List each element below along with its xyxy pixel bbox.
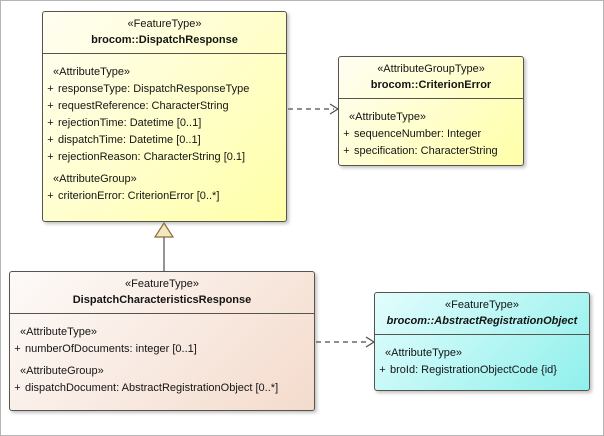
- attribute-row: + broId: RegistrationObjectCode {id}: [375, 362, 589, 379]
- attribute-row: + specification: CharacterString: [339, 143, 523, 160]
- visibility-plus: +: [47, 134, 54, 146]
- attribute-text: responseType: DispatchResponseType: [58, 83, 250, 95]
- visibility-plus: +: [343, 128, 350, 140]
- stereotype-label: «FeatureType»: [125, 278, 199, 290]
- attribute-row: + numberOfDocuments: integer [0..1]: [10, 341, 314, 358]
- class-body: «AttributeType» + broId: RegistrationObj…: [375, 335, 589, 379]
- attribute-row: + rejectionTime: Datetime [0..1]: [43, 115, 286, 132]
- attribute-text: rejectionReason: CharacterString [0.1]: [58, 151, 246, 163]
- class-header: «FeatureType» DispatchCharacteristicsRes…: [10, 272, 314, 314]
- section-label-attribute-type: «AttributeType»: [53, 66, 131, 78]
- attribute-text: requestReference: CharacterString: [58, 100, 229, 112]
- attribute-text: criterionError: CriterionError [0..*]: [58, 190, 220, 202]
- attribute-row: + rejectionReason: CharacterString [0.1]: [43, 149, 286, 166]
- class-name: brocom::DispatchResponse: [91, 34, 238, 46]
- visibility-plus: +: [343, 145, 350, 157]
- class-header: «FeatureType» brocom::AbstractRegistrati…: [375, 293, 589, 335]
- attribute-text: specification: CharacterString: [354, 145, 498, 157]
- dependency-arrow-criterion-error: [288, 103, 340, 115]
- visibility-plus: +: [47, 83, 54, 95]
- section-label-attribute-type: «AttributeType»: [349, 111, 427, 123]
- attribute-text: numberOfDocuments: integer [0..1]: [25, 343, 197, 355]
- class-box-dispatch-response: «FeatureType» brocom::DispatchResponse «…: [42, 11, 287, 222]
- stereotype-label: «FeatureType»: [127, 18, 202, 30]
- attribute-row: + dispatchDocument: AbstractRegistration…: [10, 380, 314, 397]
- attribute-row: + dispatchTime: Datetime [0..1]: [43, 132, 286, 149]
- class-box-abstract-registration-object: «FeatureType» brocom::AbstractRegistrati…: [374, 292, 590, 391]
- visibility-plus: +: [47, 151, 54, 163]
- attribute-text: rejectionTime: Datetime [0..1]: [58, 117, 202, 129]
- attribute-text: dispatchTime: Datetime [0..1]: [58, 134, 201, 146]
- generalization-arrow: [153, 221, 175, 271]
- visibility-plus: +: [47, 190, 54, 202]
- stereotype-label: «AttributeGroupType»: [377, 63, 485, 75]
- attribute-row: + sequenceNumber: Integer: [339, 126, 523, 143]
- class-name: brocom::CriterionError: [370, 79, 492, 91]
- visibility-plus: +: [47, 117, 54, 129]
- class-body: «AttributeType» + numberOfDocuments: int…: [10, 314, 314, 397]
- class-body: «AttributeType» + sequenceNumber: Intege…: [339, 99, 523, 160]
- attribute-row: + requestReference: CharacterString: [43, 98, 286, 115]
- class-body: «AttributeType» + responseType: Dispatch…: [43, 54, 286, 205]
- section-label-attribute-group: «AttributeGroup»: [53, 173, 137, 185]
- visibility-plus: +: [14, 382, 21, 394]
- visibility-plus: +: [379, 364, 386, 376]
- attribute-text: sequenceNumber: Integer: [354, 128, 482, 140]
- class-name: DispatchCharacteristicsResponse: [72, 294, 252, 306]
- class-box-dispatch-characteristics-response: «FeatureType» DispatchCharacteristicsRes…: [9, 271, 315, 411]
- section-label-attribute-type: «AttributeType»: [385, 347, 463, 359]
- class-header: «AttributeGroupType» brocom::CriterionEr…: [339, 57, 523, 99]
- visibility-plus: +: [14, 343, 21, 355]
- dependency-arrow-abstract-registration-object: [316, 336, 376, 348]
- class-box-criterion-error: «AttributeGroupType» brocom::CriterionEr…: [338, 56, 524, 166]
- attribute-row: + criterionError: CriterionError [0..*]: [43, 188, 286, 205]
- stereotype-label: «FeatureType»: [445, 299, 519, 311]
- section-label-attribute-group: «AttributeGroup»: [20, 365, 104, 377]
- visibility-plus: +: [47, 100, 54, 112]
- attribute-text: broId: RegistrationObjectCode {id}: [390, 364, 557, 376]
- class-header: «FeatureType» brocom::DispatchResponse: [43, 12, 286, 54]
- attribute-text: dispatchDocument: AbstractRegistrationOb…: [25, 382, 279, 394]
- class-name: brocom::AbstractRegistrationObject: [386, 315, 578, 327]
- attribute-row: + responseType: DispatchResponseType: [43, 81, 286, 98]
- section-label-attribute-type: «AttributeType»: [20, 326, 98, 338]
